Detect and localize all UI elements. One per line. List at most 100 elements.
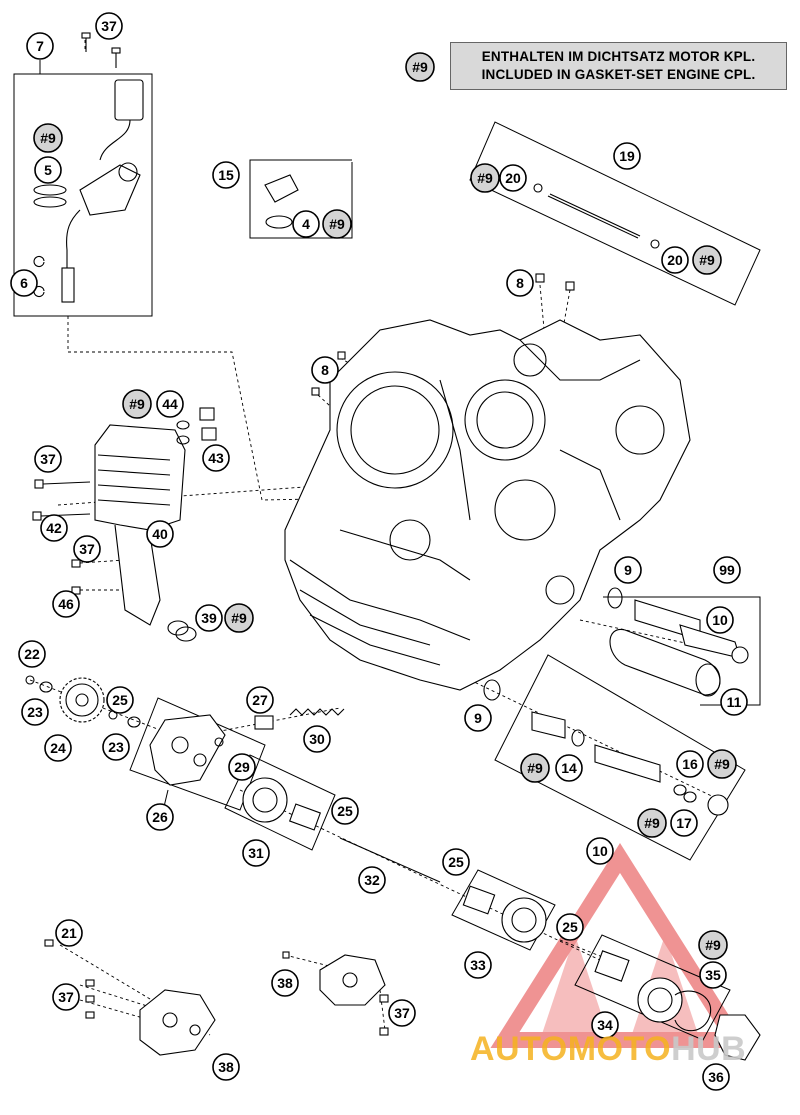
note-line-de: ENTHALTEN IM DICHTSATZ MOTOR KPL.: [481, 49, 756, 64]
label-37: 37: [73, 535, 101, 563]
svg-text:#9: #9: [412, 59, 428, 75]
label-25: 25: [331, 797, 359, 825]
svg-text:25: 25: [337, 803, 353, 819]
label-32: 32: [358, 866, 386, 894]
engine-crankcase: [284, 319, 691, 691]
svg-text:23: 23: [27, 704, 43, 720]
label-gasket-9: #9: [520, 753, 550, 783]
label-25: 25: [442, 848, 470, 876]
svg-text:23: 23: [108, 739, 124, 755]
watermark-part-2: HUB: [671, 1030, 747, 1068]
svg-text:39: 39: [201, 610, 217, 626]
label-21: 21: [55, 919, 83, 947]
svg-text:37: 37: [40, 451, 56, 467]
label-9: 9: [464, 704, 492, 732]
label-23: 23: [21, 698, 49, 726]
label-15: 15: [212, 161, 240, 189]
gasket-set-note: ENTHALTEN IM DICHTSATZ MOTOR KPL. INCLUD…: [450, 42, 787, 90]
group-frames: [13, 60, 761, 1041]
svg-text:#9: #9: [714, 756, 730, 772]
label-39: 39: [195, 604, 223, 632]
label-gasket-9: #9: [322, 209, 352, 239]
svg-text:16: 16: [682, 756, 698, 772]
label-38: 38: [271, 969, 299, 997]
label-38: 38: [212, 1053, 240, 1081]
watermark-part-1: AUTOMOTO: [470, 1030, 672, 1068]
label-30: 30: [303, 725, 331, 753]
svg-text:5: 5: [44, 162, 52, 178]
svg-text:42: 42: [46, 520, 62, 536]
svg-text:4: 4: [302, 216, 310, 232]
note-line-en: INCLUDED IN GASKET-SET ENGINE CPL.: [481, 67, 756, 82]
svg-text:37: 37: [79, 541, 95, 557]
svg-text:10: 10: [592, 843, 608, 859]
label-31: 31: [242, 839, 270, 867]
label-16: 16: [676, 750, 704, 778]
label-17: 17: [670, 809, 698, 837]
label-7: 7: [26, 32, 54, 60]
callout-labels: 7 37 #9 5 6 15 4 #9 #9 19 #9 20 20 #9 8 …: [10, 12, 748, 1091]
label-99: 99: [713, 556, 741, 584]
label-gasket-9: #9: [470, 163, 500, 193]
label-42: 42: [40, 514, 68, 542]
svg-text:24: 24: [50, 740, 66, 756]
svg-text:9: 9: [474, 710, 482, 726]
pump-cover-assembly: [594, 950, 761, 1061]
label-36: 36: [702, 1063, 730, 1091]
svg-text:7: 7: [36, 38, 44, 54]
svg-text:20: 20: [505, 170, 521, 186]
svg-text:#9: #9: [527, 760, 543, 776]
label-37: 37: [34, 445, 62, 473]
pump-body-left: [44, 939, 216, 1056]
label-10: 10: [586, 837, 614, 865]
svg-text:#9: #9: [644, 815, 660, 831]
svg-text:46: 46: [58, 596, 74, 612]
label-20: 20: [499, 164, 527, 192]
label-22: 22: [18, 640, 46, 668]
svg-text:#9: #9: [705, 937, 721, 953]
svg-text:21: 21: [61, 925, 77, 941]
svg-text:38: 38: [277, 975, 293, 991]
label-46: 46: [52, 590, 80, 618]
svg-text:8: 8: [516, 275, 524, 291]
oil-filter: [607, 587, 749, 697]
svg-text:37: 37: [394, 1005, 410, 1021]
label-gasket-9: #9: [637, 808, 667, 838]
svg-text:32: 32: [364, 872, 380, 888]
svg-text:#9: #9: [40, 130, 56, 146]
label-4: 4: [292, 210, 320, 238]
svg-text:#9: #9: [129, 396, 145, 412]
svg-text:25: 25: [562, 919, 578, 935]
svg-text:#9: #9: [329, 216, 345, 232]
label-9: 9: [614, 556, 642, 584]
oil-filter-lower: [483, 679, 729, 816]
label-25: 25: [556, 913, 584, 941]
svg-text:#9: #9: [699, 252, 715, 268]
svg-text:37: 37: [58, 989, 74, 1005]
label-14: 14: [555, 754, 583, 782]
label-gasket-9: #9: [698, 930, 728, 960]
oil-pump: [149, 708, 345, 786]
svg-text:8: 8: [321, 362, 329, 378]
label-37: 37: [95, 12, 123, 40]
svg-text:35: 35: [705, 967, 721, 983]
label-43: 43: [202, 444, 230, 472]
label-26: 26: [146, 803, 174, 831]
label-29: 29: [228, 753, 256, 781]
pump-rotors: [242, 777, 547, 943]
svg-text:11: 11: [727, 694, 742, 710]
svg-text:#9: #9: [477, 170, 493, 186]
svg-text:15: 15: [218, 167, 234, 183]
label-8: 8: [506, 269, 534, 297]
label-gasket-9: #9: [692, 245, 722, 275]
svg-text:27: 27: [252, 692, 268, 708]
svg-text:17: 17: [676, 815, 692, 831]
part-40-cover: [94, 407, 217, 642]
svg-text:20: 20: [667, 252, 683, 268]
svg-text:33: 33: [470, 957, 486, 973]
label-10: 10: [706, 606, 734, 634]
svg-text:14: 14: [561, 760, 577, 776]
label-gasket-9: #9: [405, 52, 435, 82]
svg-text:37: 37: [101, 18, 117, 34]
